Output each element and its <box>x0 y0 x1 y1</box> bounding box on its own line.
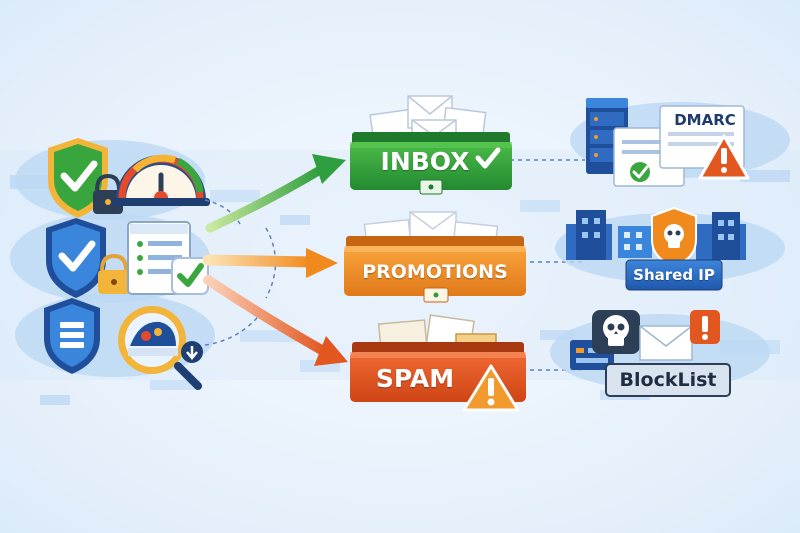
inbox-label: INBOX <box>380 147 470 176</box>
padlock-icon <box>93 173 123 214</box>
skull-shield-icon <box>651 206 697 268</box>
left-icons <box>10 138 215 390</box>
padlock-icon <box>98 253 130 294</box>
arrow-to-spam <box>203 275 348 366</box>
warning-icon <box>698 134 750 180</box>
promotions-folder[interactable] <box>344 211 526 303</box>
dashed-connectors <box>204 159 585 371</box>
warning-icon <box>462 364 520 412</box>
arrow-to-promotions <box>202 248 338 278</box>
magnifier-icon <box>118 306 203 390</box>
spam-folder[interactable] <box>350 314 526 412</box>
shared-ip-label: Shared IP <box>633 266 715 284</box>
inbox-folder[interactable] <box>350 95 512 195</box>
skull-icon <box>592 310 640 354</box>
shared-ip-panel <box>555 206 785 291</box>
blocklist-label: BlockList <box>619 369 717 391</box>
arrow-to-inbox <box>205 154 346 233</box>
blocklist-panel <box>550 310 770 397</box>
building-icon <box>566 210 746 260</box>
dmarc-label: DMARC <box>674 111 736 129</box>
shield-list-icon <box>44 298 100 374</box>
speedometer-icon <box>112 154 210 206</box>
dmarc-panel <box>570 98 790 187</box>
spam-label: SPAM <box>375 364 455 393</box>
shield-check-icon <box>46 218 106 298</box>
promotions-label: PROMOTIONS <box>362 261 508 283</box>
checklist-icon <box>127 221 209 295</box>
email-icon <box>639 325 693 361</box>
